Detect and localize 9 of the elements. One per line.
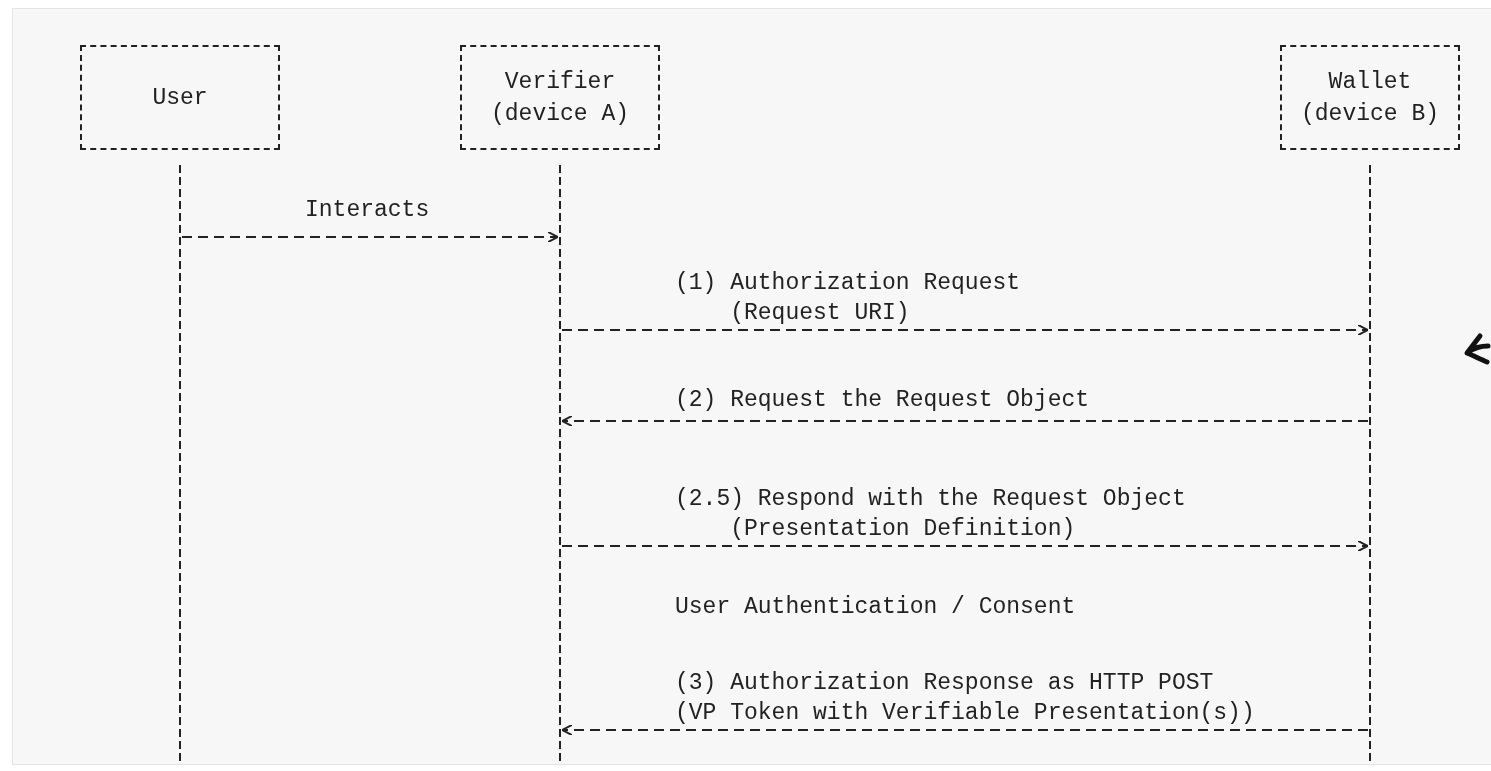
participant-name: User <box>152 83 208 113</box>
message-arrow <box>561 724 1369 736</box>
participant-name: Wallet (device B) <box>1299 67 1440 129</box>
participant-name: Verifier (device A) <box>489 67 630 129</box>
message-arrow <box>561 540 1369 552</box>
note-text: User Authentication / Consent <box>675 593 1076 622</box>
message-arrow <box>561 415 1369 427</box>
message-arrow <box>181 231 559 243</box>
message-arrow <box>561 324 1369 336</box>
